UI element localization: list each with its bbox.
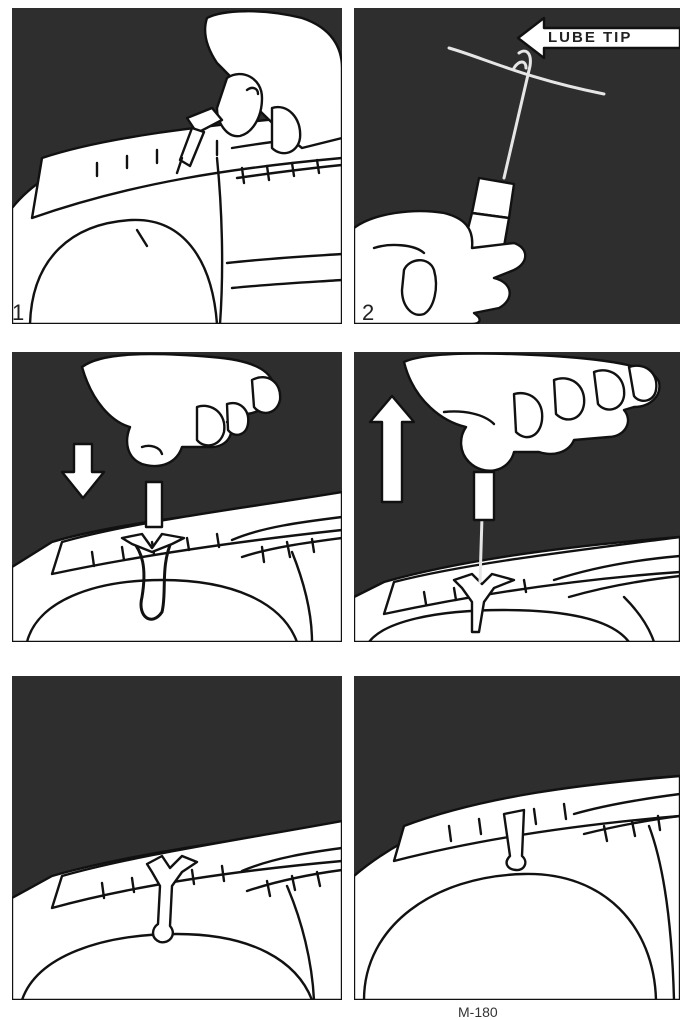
down-arrow xyxy=(62,444,104,498)
step-5-illustration xyxy=(12,676,342,1000)
step-1-panel: 1 xyxy=(12,8,342,324)
lube-tip-callout: LUBE TIP xyxy=(548,29,632,46)
step-3-panel: 3 xyxy=(12,352,342,642)
step-5-panel: 5 xyxy=(12,676,342,1000)
up-arrow xyxy=(370,396,414,502)
step-number: 1 xyxy=(12,302,24,324)
step-number: 2 xyxy=(362,302,374,324)
step-4-panel: 4 xyxy=(354,352,680,642)
figure-code: M-180 xyxy=(458,1004,498,1020)
step-2-panel: LUBE TIP 2 xyxy=(354,8,680,324)
step-4-illustration xyxy=(354,352,680,642)
step-2-illustration xyxy=(354,8,680,324)
step-6-panel: 6 xyxy=(354,676,680,1000)
step-1-illustration xyxy=(12,8,342,324)
step-3-illustration xyxy=(12,352,342,642)
step-6-illustration xyxy=(354,676,680,1000)
